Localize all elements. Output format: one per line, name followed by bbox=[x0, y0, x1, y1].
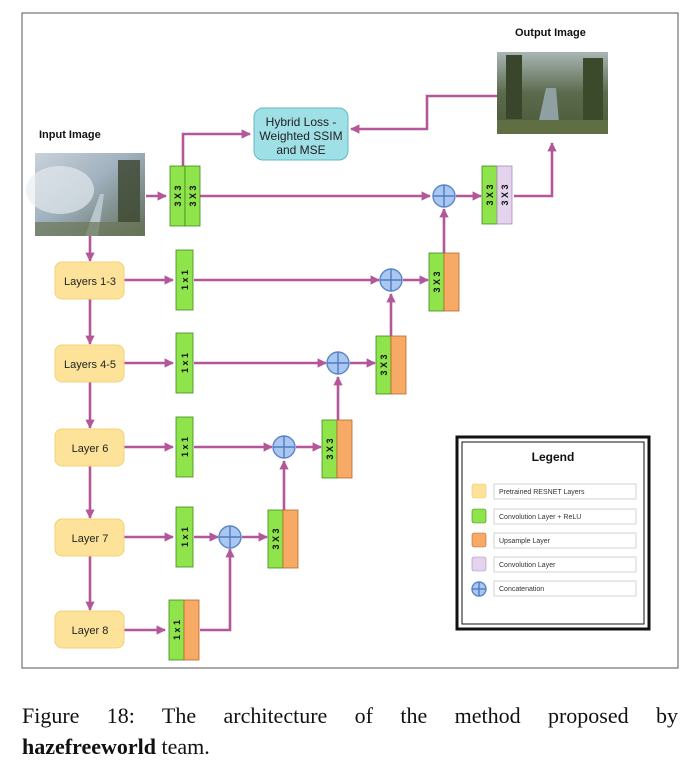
legend: Legend Pretrained RESNET Layers Convolut… bbox=[455, 435, 651, 631]
conv1x1-layer-7: 1 x 1 bbox=[175, 506, 194, 568]
svg-text:Layer 8: Layer 8 bbox=[72, 625, 109, 637]
svg-text:Pretrained RESNET Layers: Pretrained RESNET Layers bbox=[499, 489, 585, 496]
conv3x3-upsample-1: 3 X 3 bbox=[267, 509, 299, 569]
svg-text:1 x 1: 1 x 1 bbox=[180, 270, 190, 290]
concat-node-1 bbox=[218, 525, 242, 549]
svg-text:3 X 3: 3 X 3 bbox=[325, 438, 335, 459]
loss-line-2: Weighted SSIM bbox=[259, 129, 342, 143]
conv3x3-input-pair: 3 X 3 3 X 3 bbox=[169, 165, 201, 227]
svg-text:3 X 3: 3 X 3 bbox=[500, 184, 510, 205]
svg-text:Concatenation: Concatenation bbox=[499, 586, 544, 593]
team-name: hazefreeworld bbox=[22, 734, 156, 759]
concat-node-4 bbox=[379, 268, 403, 292]
figure-caption: Figure 18: The architecture of the metho… bbox=[22, 703, 678, 728]
legend-item-conv: Convolution Layer bbox=[471, 556, 637, 573]
edges bbox=[85, 94, 557, 635]
svg-text:Layers 4-5: Layers 4-5 bbox=[64, 359, 116, 371]
svg-text:3 X 3: 3 X 3 bbox=[188, 185, 198, 206]
input-image bbox=[26, 153, 145, 236]
hybrid-loss-box: Hybrid Loss - Weighted SSIM and MSE bbox=[253, 107, 349, 161]
loss-line-1: Hybrid Loss - bbox=[266, 115, 337, 129]
loss-line-3: and MSE bbox=[276, 143, 325, 157]
legend-item-pretrained: Pretrained RESNET Layers bbox=[471, 483, 637, 500]
svg-text:Upsample Layer: Upsample Layer bbox=[499, 538, 551, 545]
legend-title: Legend bbox=[532, 450, 575, 464]
svg-text:1 x 1: 1 x 1 bbox=[180, 437, 190, 457]
concat-node-3 bbox=[326, 351, 350, 375]
caption-suffix: team. bbox=[156, 734, 210, 759]
svg-text:3 X 3: 3 X 3 bbox=[173, 185, 183, 206]
layer-box-8: Layer 8 bbox=[54, 610, 125, 649]
svg-text:3 X 3: 3 X 3 bbox=[271, 528, 281, 549]
conv3x3-final-pair: 3 X 3 3 X 3 bbox=[481, 165, 513, 225]
layer-box-1-3: Layers 1-3 bbox=[54, 261, 125, 300]
svg-text:Convolution Layer: Convolution Layer bbox=[499, 562, 556, 569]
svg-text:Layer 7: Layer 7 bbox=[72, 533, 109, 545]
legend-item-upsample: Upsample Layer bbox=[471, 532, 637, 549]
layer-box-7: Layer 7 bbox=[54, 518, 125, 557]
conv3x3-upsample-2: 3 X 3 bbox=[321, 419, 353, 479]
concat-node-2 bbox=[272, 435, 296, 459]
svg-text:1 x 1: 1 x 1 bbox=[180, 527, 190, 547]
layer-box-6: Layer 6 bbox=[54, 428, 125, 467]
layer-box-4-5: Layers 4-5 bbox=[54, 344, 125, 383]
svg-text:Layer 6: Layer 6 bbox=[72, 443, 109, 455]
output-image bbox=[497, 52, 608, 134]
conv1x1-upsample-layer-8: 1 x 1 bbox=[168, 599, 200, 661]
svg-text:Convolution Layer + ReLU: Convolution Layer + ReLU bbox=[499, 514, 581, 521]
legend-item-conv-relu: Convolution Layer + ReLU bbox=[471, 508, 637, 525]
svg-text:1 x 1: 1 x 1 bbox=[180, 353, 190, 373]
svg-text:3 X 3: 3 X 3 bbox=[432, 271, 442, 292]
conv3x3-upsample-3: 3 X 3 bbox=[375, 335, 407, 395]
legend-item-concat: Concatenation bbox=[471, 580, 637, 597]
conv1x1-layer-6: 1 x 1 bbox=[175, 416, 194, 478]
svg-text:3 X 3: 3 X 3 bbox=[485, 184, 495, 205]
figure-caption-line-2: hazefreeworld team. bbox=[22, 731, 210, 762]
svg-text:Layers 1-3: Layers 1-3 bbox=[64, 276, 116, 288]
conv3x3-upsample-4: 3 X 3 bbox=[428, 252, 460, 312]
concat-node-5 bbox=[432, 184, 456, 208]
conv1x1-layers-1-3: 1 x 1 bbox=[175, 249, 194, 311]
output-image-title: Output Image bbox=[515, 27, 586, 39]
svg-text:1 x 1: 1 x 1 bbox=[172, 620, 182, 640]
svg-text:3 X 3: 3 X 3 bbox=[379, 354, 389, 375]
input-image-title: Input Image bbox=[39, 129, 101, 141]
conv1x1-layers-4-5: 1 x 1 bbox=[175, 332, 194, 394]
